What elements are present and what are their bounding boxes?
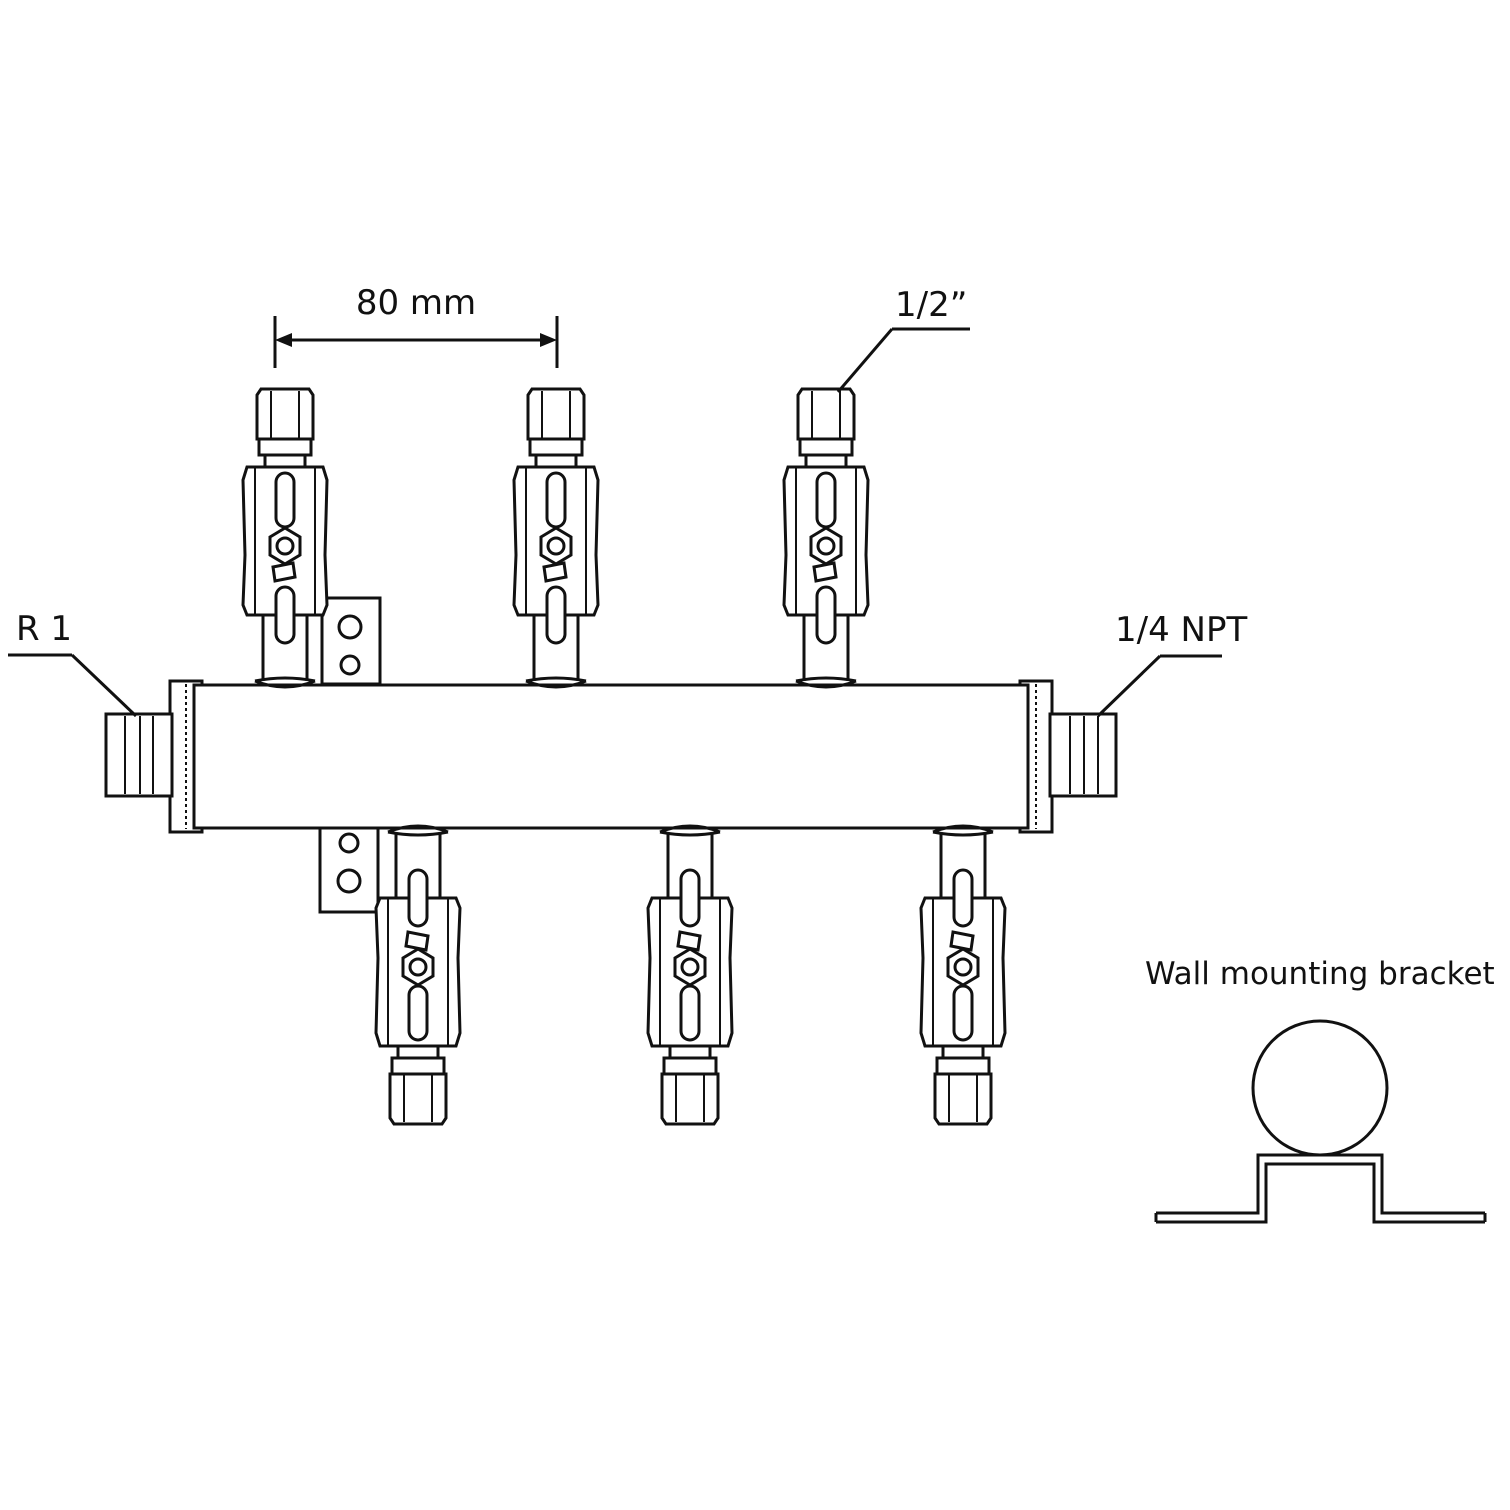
outlet-valve-top-1 — [241, 387, 329, 689]
manifold-header — [168, 679, 1054, 834]
inlet-thread-label: R 1 — [16, 609, 72, 649]
end-thread-npt — [1048, 712, 1118, 798]
inlet-thread-callout: R 1 — [8, 609, 138, 718]
outlet-valve-bottom-1 — [374, 824, 462, 1126]
header-tube — [192, 683, 1030, 830]
outlet-valve-top-3 — [782, 387, 870, 689]
pipe-section — [1251, 1019, 1389, 1157]
spacing-dimension: 80 mm — [273, 283, 559, 368]
outlet-valve-top-2 — [512, 387, 600, 689]
outlet-valve-bottom-2 — [646, 824, 734, 1126]
wall-bracket-detail: Wall mounting bracket — [1145, 956, 1495, 1224]
bracket-profile-inner — [1156, 1162, 1485, 1224]
mounting-plate-bottom — [318, 826, 380, 914]
outlet-size-callout: 1/2” — [836, 285, 970, 393]
spacing-label: 80 mm — [356, 283, 476, 323]
bracket-profile-outer — [1156, 1153, 1485, 1215]
outlet-size-label: 1/2” — [895, 285, 967, 325]
end-thread-callout: 1/4 NPT — [1096, 610, 1247, 718]
outlet-valve-bottom-3 — [919, 824, 1007, 1126]
end-thread-label: 1/4 NPT — [1115, 610, 1247, 650]
inlet-thread-r1 — [104, 712, 174, 798]
mounting-plate-top — [320, 596, 382, 686]
bracket-title: Wall mounting bracket — [1145, 956, 1495, 992]
